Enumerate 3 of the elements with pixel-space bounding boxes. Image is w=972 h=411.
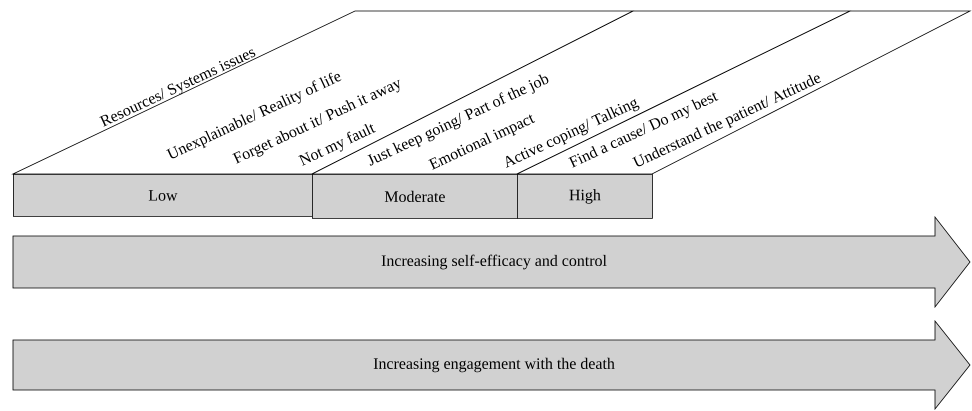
level-box: Moderate xyxy=(312,174,518,219)
level-box: Low xyxy=(13,174,313,217)
level-box: High xyxy=(517,174,653,219)
